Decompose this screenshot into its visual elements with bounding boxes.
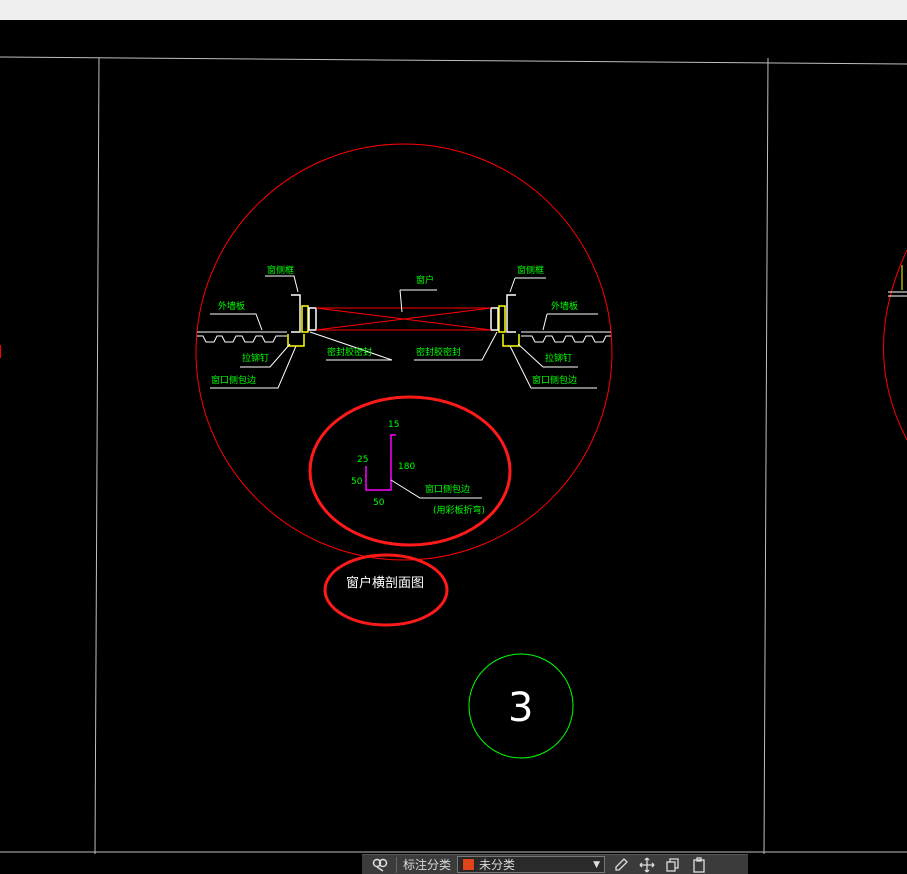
trim-profile-detail: 15 25 180 50 50 窗口侧包边 (用彩板折弯) — [351, 420, 485, 516]
adjacent-sheet-fragment — [883, 249, 907, 441]
leader-lines — [210, 275, 598, 389]
component-labels: 窗侧框 窗户 窗侧框 外墙板 外墙板 密封胶密封 密封胶密封 拉铆钉 拉铆钉 窗… — [211, 264, 578, 386]
highlight-ellipse-detail — [308, 395, 512, 547]
label-left-trim: 窗口侧包边 — [211, 374, 256, 386]
label-right-top: 窗侧框 — [517, 264, 544, 276]
dim-180: 180 — [398, 462, 415, 472]
toolbar-divider — [396, 856, 397, 873]
highlight-ellipse-title — [323, 553, 449, 627]
trim-note-label: (用彩板折弯) — [433, 504, 485, 516]
label-left-rivet: 拉铆钉 — [242, 352, 269, 364]
label-left-wall: 外墙板 — [218, 300, 245, 312]
annotation-toolbar: 标注分类 未分类 ▼ — [362, 854, 748, 874]
move-icon[interactable] — [637, 856, 657, 874]
label-window: 窗户 — [416, 274, 434, 286]
window-frame-left — [287, 294, 317, 347]
dim-50-bottom: 50 — [373, 498, 385, 508]
cad-drawing-canvas[interactable]: 窗侧框 窗户 窗侧框 外墙板 外墙板 密封胶密封 密封胶密封 拉铆钉 拉铆钉 窗… — [0, 20, 907, 874]
section-title: 窗户横剖面图 — [346, 575, 424, 591]
detail-circle — [195, 143, 613, 561]
label-left-seal: 密封胶密封 — [327, 346, 372, 358]
category-selected-value: 未分类 — [479, 858, 516, 872]
annotation-category-dropdown[interactable]: 未分类 ▼ — [457, 856, 606, 873]
sheet-borders — [0, 56, 907, 855]
label-right-seal: 密封胶密封 — [416, 346, 461, 358]
detail-marker-circle — [468, 653, 574, 759]
chevron-down-icon: ▼ — [593, 859, 601, 870]
label-right-trim: 窗口侧包边 — [532, 374, 577, 386]
label-right-rivet: 拉铆钉 — [545, 352, 572, 364]
top-bar — [0, 0, 907, 20]
visibility-icon[interactable] — [370, 856, 390, 874]
label-right-wall: 外墙板 — [551, 300, 578, 312]
detail-marker-number: 3 — [508, 685, 533, 731]
window-glass-lines — [315, 307, 492, 331]
annotation-category-label: 标注分类 — [403, 858, 452, 872]
edit-icon[interactable] — [611, 856, 631, 874]
wall-panels — [197, 331, 611, 343]
dim-50-left: 50 — [351, 477, 363, 487]
dim-25: 25 — [357, 455, 368, 465]
trim-name-label: 窗口侧包边 — [425, 483, 470, 495]
label-left-top: 窗侧框 — [267, 264, 294, 276]
category-color-swatch — [462, 858, 476, 871]
copy-icon[interactable] — [663, 856, 683, 874]
paste-icon[interactable] — [689, 856, 709, 874]
dim-15: 15 — [388, 420, 399, 430]
window-frame-right — [490, 294, 520, 347]
